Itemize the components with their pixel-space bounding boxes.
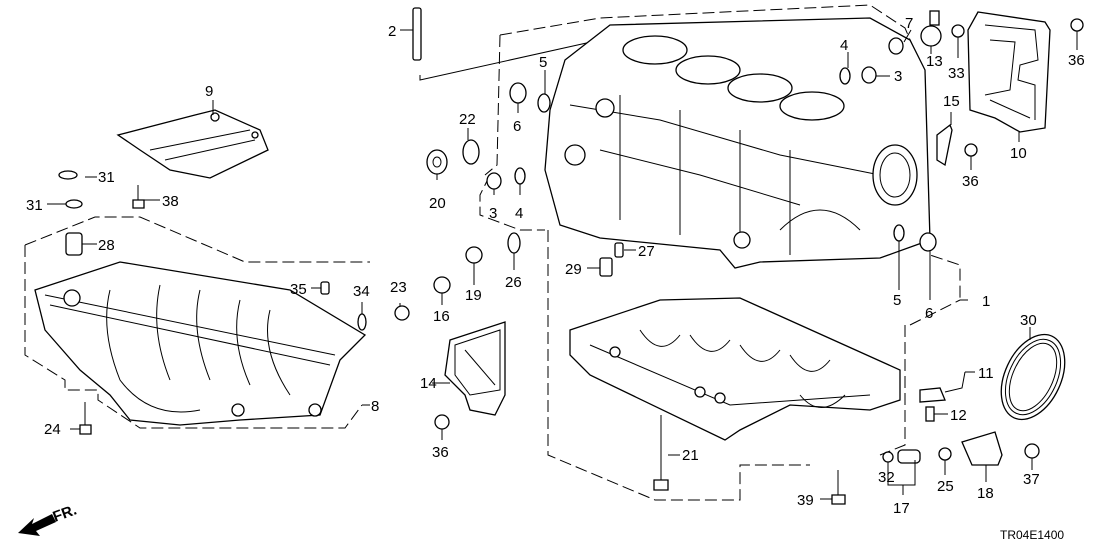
leader-lines — [47, 29, 1078, 500]
callout-12[interactable]: 12 — [950, 407, 967, 424]
callout-34[interactable]: 34 — [353, 283, 370, 300]
callout-22[interactable]: 22 — [459, 111, 476, 128]
callout-35[interactable]: 35 — [290, 281, 307, 298]
callout-8[interactable]: 8 — [371, 398, 379, 415]
crankcase — [569, 297, 901, 441]
callout-28[interactable]: 28 — [98, 237, 115, 254]
callout-labels: 2 5 6 22 20 3 4 7 13 33 4 3 36 10 15 36 … — [26, 15, 1085, 517]
front-label: FR. — [51, 502, 80, 526]
callout-9[interactable]: 9 — [205, 83, 213, 100]
callout-10[interactable]: 10 — [1010, 145, 1027, 162]
callout-23[interactable]: 23 — [390, 279, 407, 296]
callout-20[interactable]: 20 — [429, 195, 446, 212]
oil-seal — [1000, 333, 1066, 421]
callout-26[interactable]: 26 — [505, 274, 522, 291]
cover-plate — [444, 321, 506, 416]
callout-4[interactable]: 4 — [515, 205, 523, 222]
callout-29[interactable]: 29 — [565, 261, 582, 278]
callout-18[interactable]: 18 — [977, 485, 994, 502]
callout-6[interactable]: 6 — [513, 118, 521, 135]
callout-1[interactable]: 1 — [982, 293, 990, 310]
callout-15[interactable]: 15 — [943, 93, 960, 110]
callout-17[interactable]: 17 — [893, 500, 910, 517]
cylinder-block — [544, 17, 931, 269]
callout-6-lower[interactable]: 6 — [925, 305, 933, 322]
callout-3-upper[interactable]: 3 — [894, 68, 902, 85]
callout-37[interactable]: 37 — [1023, 471, 1040, 488]
callout-36-mid[interactable]: 36 — [962, 173, 979, 190]
front-direction-indicator: FR. — [18, 502, 79, 536]
callout-27[interactable]: 27 — [638, 243, 655, 260]
callout-32[interactable]: 32 — [878, 469, 895, 486]
callout-16[interactable]: 16 — [433, 308, 450, 325]
callout-36-top[interactable]: 36 — [1068, 52, 1085, 69]
callout-5[interactable]: 5 — [539, 54, 547, 71]
callout-31-top[interactable]: 31 — [98, 169, 115, 186]
gasket-plate — [967, 11, 1051, 133]
callout-14[interactable]: 14 — [420, 375, 437, 392]
callout-36-bottom[interactable]: 36 — [432, 444, 449, 461]
front-arrow-icon — [18, 514, 56, 536]
callout-3[interactable]: 3 — [489, 205, 497, 222]
callout-11[interactable]: 11 — [978, 365, 994, 382]
callout-24[interactable]: 24 — [44, 421, 61, 438]
callout-4-upper[interactable]: 4 — [840, 37, 848, 54]
oil-pan — [34, 261, 367, 426]
callout-38[interactable]: 38 — [162, 193, 179, 210]
callout-13[interactable]: 13 — [926, 53, 943, 70]
callout-31-bottom[interactable]: 31 — [26, 197, 43, 214]
callout-19[interactable]: 19 — [465, 287, 482, 304]
callout-30[interactable]: 30 — [1020, 312, 1037, 329]
hardware-parts — [58, 7, 1084, 505]
drawing-code: TR04E1400 — [1000, 528, 1064, 542]
callout-2[interactable]: 2 — [388, 23, 396, 40]
callout-33[interactable]: 33 — [948, 65, 965, 82]
callout-21[interactable]: 21 — [682, 447, 699, 464]
baffle-plate — [116, 109, 269, 179]
callout-7[interactable]: 7 — [905, 15, 913, 32]
callout-39[interactable]: 39 — [797, 492, 814, 509]
callout-25[interactable]: 25 — [937, 478, 954, 495]
callout-5-lower[interactable]: 5 — [893, 292, 901, 309]
assembly-outline-lines — [24, 4, 968, 501]
